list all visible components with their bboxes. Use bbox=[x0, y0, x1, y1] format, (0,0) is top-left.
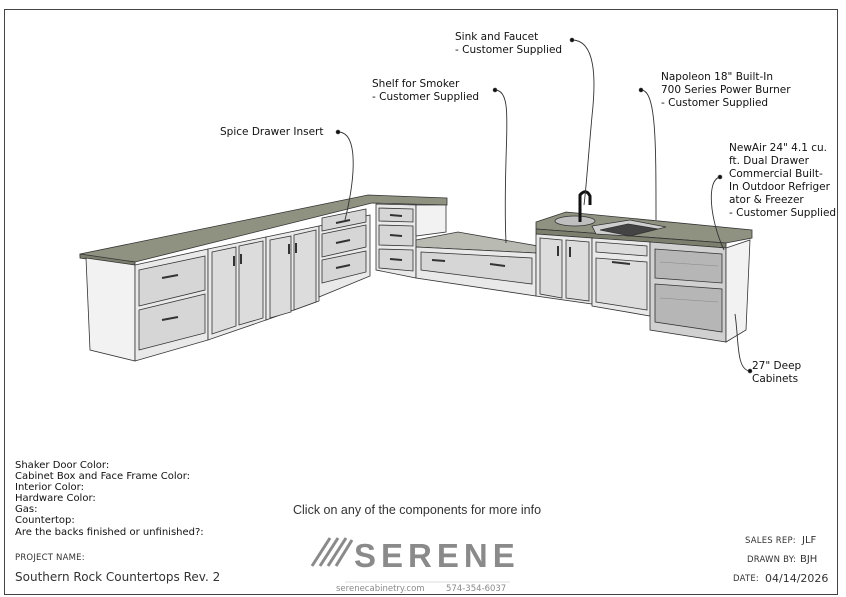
sales-rep-value: JLF bbox=[802, 535, 817, 546]
spec-door-color: Shaker Door Color: bbox=[15, 460, 110, 471]
serene-logo-mark bbox=[310, 537, 354, 567]
spec-box-color: Cabinet Box and Face Frame Color: bbox=[15, 471, 191, 482]
callout-deep-cabinets[interactable]: 27" Deep Cabinets bbox=[752, 360, 802, 385]
spec-interior-color: Interior Color: bbox=[15, 482, 84, 493]
callout-smoker-shelf[interactable]: Shelf for Smoker - Customer Supplied bbox=[372, 78, 480, 103]
component-info-hint[interactable]: Click on any of the components for more … bbox=[293, 503, 542, 517]
spec-countertop: Countertop: bbox=[15, 515, 75, 526]
callout-refrigerator[interactable]: NewAir 24" 4.1 cu. ft. Dual Drawer Comme… bbox=[729, 142, 837, 219]
project-name: Southern Rock Countertops Rev. 2 bbox=[15, 570, 221, 584]
leader-deep bbox=[734, 313, 751, 372]
date-label: DATE: bbox=[733, 574, 759, 584]
drawn-by-label: DRAWN BY: bbox=[747, 555, 797, 565]
callout-spice-drawer[interactable]: Spice Drawer Insert bbox=[220, 126, 324, 138]
cabinet-left-end-panel[interactable] bbox=[85, 257, 136, 362]
date-value: 04/14/2026 bbox=[765, 572, 829, 585]
leader-burner bbox=[640, 89, 657, 221]
spec-backs: Are the backs finished or unfinished?: bbox=[15, 527, 204, 538]
phone-number: 574-354-6037 bbox=[446, 584, 507, 594]
leader-spice bbox=[337, 131, 354, 221]
drawn-by-value: BJH bbox=[800, 554, 818, 565]
leader-sink bbox=[571, 39, 595, 206]
spec-hardware-color: Hardware Color: bbox=[15, 493, 96, 504]
leader-shelf bbox=[494, 89, 508, 244]
cabinet-right-end-panel[interactable] bbox=[725, 239, 751, 343]
callout-power-burner[interactable]: Napoleon 18" Built-In 700 Series Power B… bbox=[661, 71, 791, 109]
project-name-label: PROJECT NAME: bbox=[15, 553, 85, 563]
callout-sink-faucet[interactable]: Sink and Faucet - Customer Supplied bbox=[455, 31, 563, 56]
sales-rep-label: SALES REP: bbox=[745, 536, 796, 546]
leader-fridge bbox=[710, 176, 725, 251]
serene-logo-text: SERENE bbox=[354, 537, 520, 574]
drawing-sheet bbox=[4, 9, 838, 595]
sink-basin[interactable] bbox=[554, 215, 596, 227]
spec-gas: Gas: bbox=[15, 504, 38, 515]
website-link[interactable]: serenecabinetry.com bbox=[336, 584, 425, 594]
